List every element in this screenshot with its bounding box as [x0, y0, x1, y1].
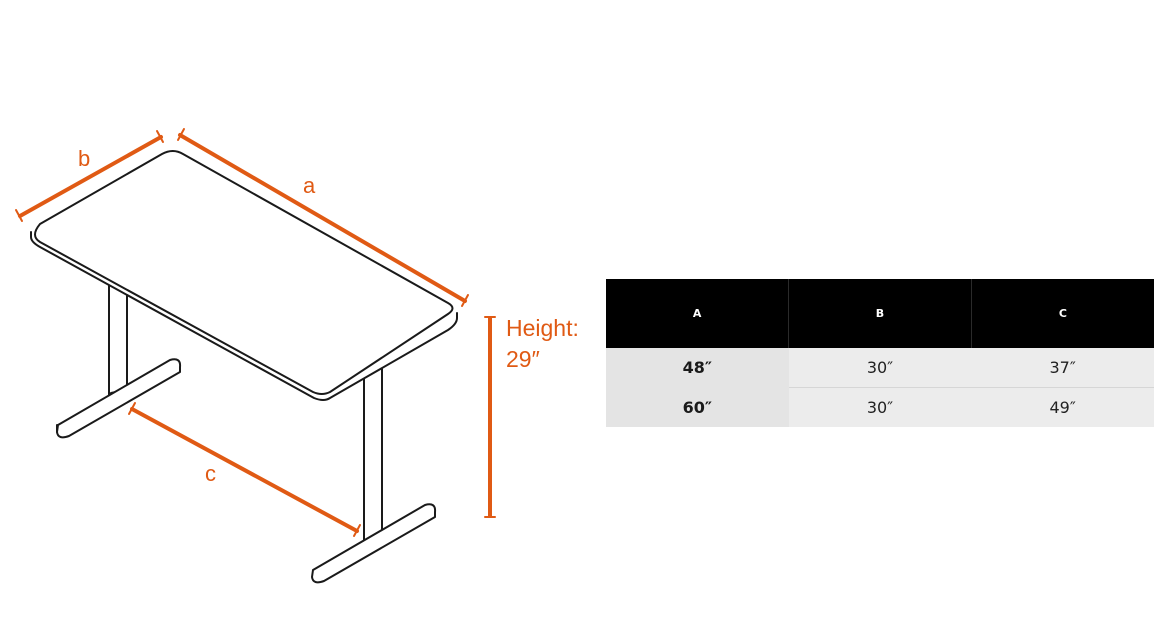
- cell-b: 30″: [788, 387, 972, 427]
- dimension-a-label: a: [303, 173, 316, 198]
- front-foot: [311, 503, 437, 584]
- desk-dimension-diagram: b a c Height: 29″: [15, 128, 579, 584]
- header-c: C: [971, 279, 1154, 348]
- table-header-row: A B C: [606, 279, 1154, 348]
- table-row: 60″ 30″ 49″: [606, 387, 1154, 427]
- dimension-lines: [15, 128, 496, 537]
- height-value: 29″: [506, 346, 540, 372]
- desktop-top: [34, 150, 454, 395]
- height-label: Height:: [506, 315, 579, 341]
- dimension-c-line: [130, 407, 359, 533]
- dimension-c-label: c: [205, 461, 216, 486]
- cell-c: 49″: [971, 387, 1154, 427]
- dimensions-table: A B C 48″ 30″ 37″ 60″ 30″ 49″: [606, 279, 1154, 427]
- header-a: A: [606, 279, 790, 348]
- back-foot: [56, 358, 182, 439]
- front-leg: [363, 367, 383, 545]
- cell-b: 30″: [788, 348, 972, 388]
- desk-drawing: [30, 150, 458, 584]
- header-b: B: [788, 279, 972, 348]
- cell-c: 37″: [971, 348, 1154, 388]
- dimension-b-label: b: [78, 146, 90, 171]
- cell-a: 60″: [606, 387, 789, 427]
- cell-a: 48″: [606, 348, 789, 388]
- dimension-a-line: [178, 133, 467, 303]
- dimension-b-line: [18, 135, 163, 218]
- back-leg: [108, 279, 128, 396]
- table-row: 48″ 30″ 37″: [606, 348, 1154, 388]
